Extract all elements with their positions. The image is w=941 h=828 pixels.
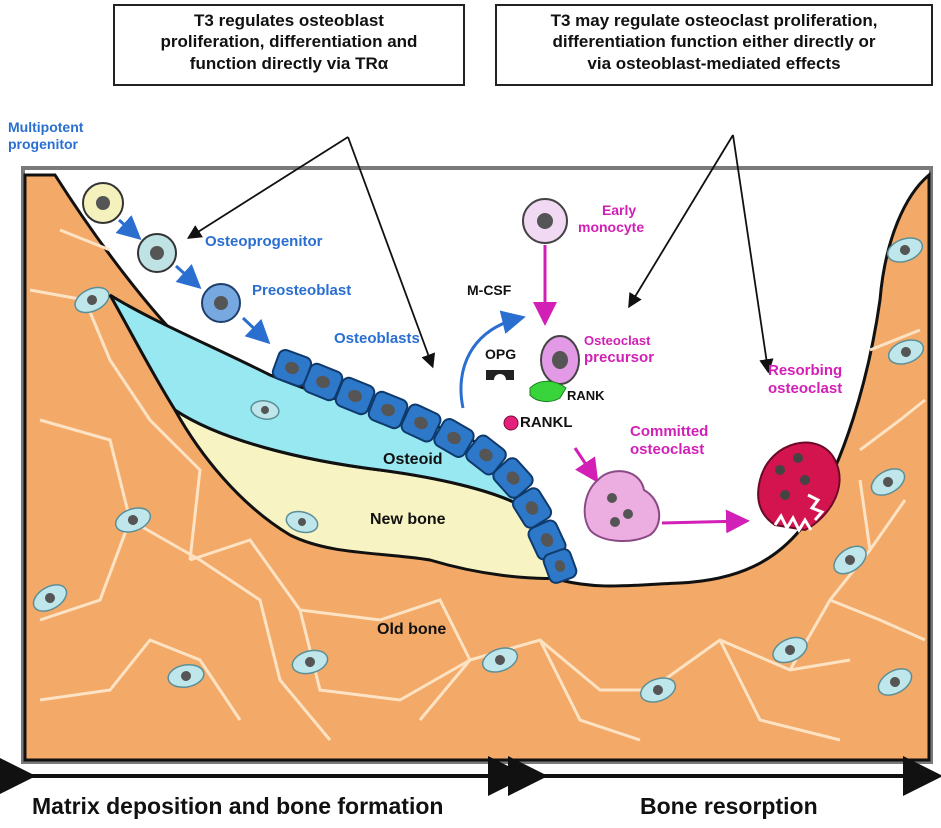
resorbing-osteoclast-label: Resorbing osteoclast [768,362,842,398]
callout-line: T3 regulates osteoblast [121,10,457,31]
bone-resorption-caption: Bone resorption [640,793,818,820]
resorbing-arrow [662,521,744,523]
callout-line: proliferation, differentiation and [121,31,457,52]
new-bone-label: New bone [370,510,446,529]
rankl-label: RANKL [520,414,573,432]
callout-line: T3 may regulate osteoclast proliferation… [503,10,925,31]
preosteoblast-label: Preosteoblast [252,282,351,300]
osteoid-label: Osteoid [383,450,443,469]
opg-label: OPG [485,346,516,363]
rankl-ligand [504,416,518,430]
callout-line: via osteoblast-mediated effects [503,53,925,74]
osteoblast-callout: T3 regulates osteoblast proliferation, d… [113,4,465,86]
multipotent-progenitor-label: Multipotent progenitor [8,119,83,153]
multipotent-progenitor-cell [83,183,123,223]
osteoprogenitor-label: Osteoprogenitor [205,233,323,251]
osteoprogenitor-cell [138,234,176,272]
callout-line: differentiation function either directly… [503,31,925,52]
osteoclast-callout: T3 may regulate osteoclast proliferation… [495,4,933,86]
callout-line: function directly via TRα [121,53,457,74]
early-monocyte-label: Early monocyte [578,202,644,236]
rank-label: RANK [567,388,605,404]
osteoblasts-label: Osteoblasts [334,330,420,348]
committed-osteoclast-label: Committed osteoclast [630,423,708,459]
early-monocyte-cell [523,199,567,243]
osteoclast-precursor-cell [541,336,579,384]
old-bone-label: Old bone [377,620,446,639]
matrix-deposition-caption: Matrix deposition and bone formation [32,793,443,820]
osteoclast-precursor-label: Osteoclast precursor [584,333,654,367]
mcsf-label: M-CSF [467,282,511,299]
preosteoblast-cell [202,284,240,322]
